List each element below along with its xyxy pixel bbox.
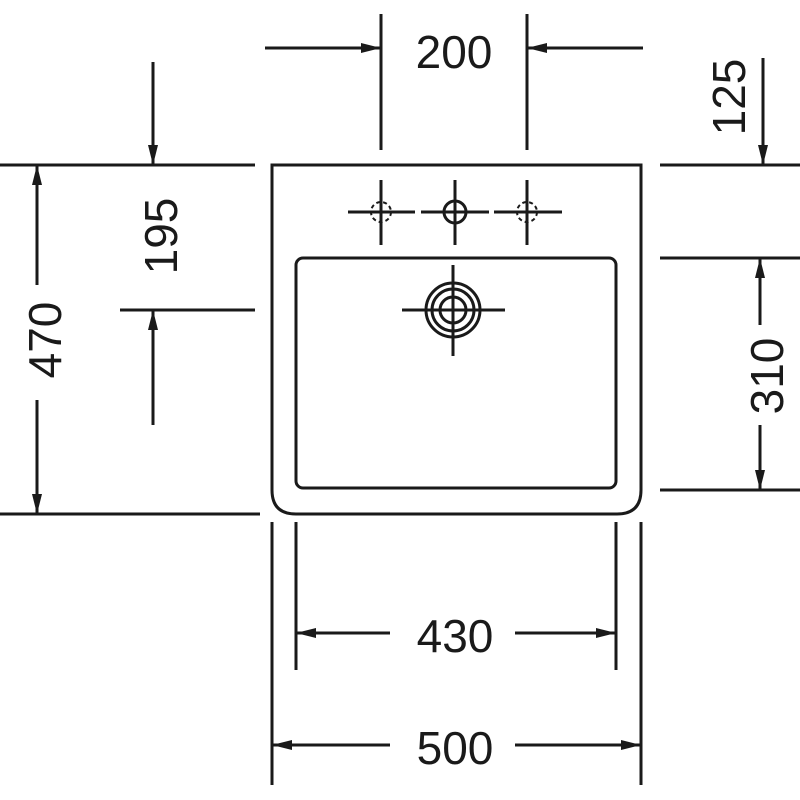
tap-hole-left (348, 180, 415, 245)
dimension-label-125: 125 (703, 59, 755, 136)
drain-hole (402, 265, 505, 356)
dimension-tap-spacing: 200 (265, 26, 643, 78)
dimension-total-width: 500 (272, 722, 641, 774)
bowl-outline (294, 256, 618, 490)
dimension-tap-depth: 125 (703, 58, 768, 165)
dimension-label-430: 430 (417, 610, 494, 662)
dimension-label-470: 470 (19, 302, 71, 379)
dimension-label-200: 200 (416, 26, 493, 78)
dimension-bowl-depth: 310 (741, 258, 793, 490)
dimension-bowl-width: 430 (296, 610, 616, 662)
dimension-label-310: 310 (741, 338, 793, 415)
extension-lines (0, 14, 800, 785)
tap-hole-center (421, 180, 489, 245)
dimension-label-195: 195 (135, 198, 187, 275)
dimension-label-500: 500 (417, 722, 494, 774)
dimension-total-depth: 470 (19, 165, 71, 514)
tap-hole-right (494, 180, 562, 245)
basin-outer-outline (270, 163, 643, 516)
dimension-drain-depth: 195 (135, 62, 187, 425)
